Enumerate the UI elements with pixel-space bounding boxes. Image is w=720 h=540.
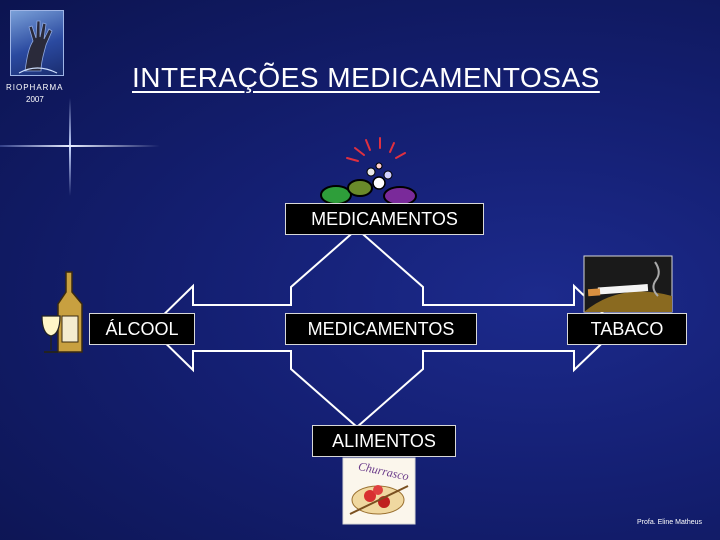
pills-illustration (320, 137, 417, 206)
brand-name: RIOPHARMA (6, 83, 64, 92)
barbecue-illustration (342, 457, 416, 525)
riopharma-logo (10, 10, 64, 76)
food-label: ALIMENTOS (312, 425, 456, 457)
tobacco-label: TABACO (567, 313, 687, 345)
wine-bottle-illustration (41, 271, 83, 353)
top-medicamentos-label: MEDICAMENTOS (285, 203, 484, 235)
decorative-horizontal-line (0, 145, 160, 147)
center-medicamentos-label: MEDICAMENTOS (285, 313, 477, 345)
brand-year: 2007 (26, 95, 44, 104)
cigarette-illustration (583, 255, 673, 313)
author-credit: Profa. Eline Matheus (637, 519, 702, 526)
page-title: INTERAÇÕES MEDICAMENTOSAS (132, 62, 600, 93)
alcohol-label: ÁLCOOL (89, 313, 195, 345)
decorative-vertical-line (69, 98, 71, 196)
